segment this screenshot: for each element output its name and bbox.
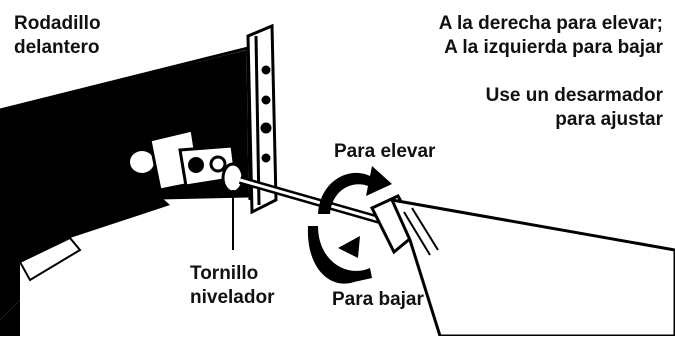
front-roller-label: Rodadillo delantero xyxy=(14,12,101,60)
front-roller-label-line2: delantero xyxy=(14,37,100,58)
tool-note: Use un desarmador para ajustar xyxy=(486,84,663,132)
rotation-arrow-lower xyxy=(307,226,372,284)
leveling-screw xyxy=(178,144,245,250)
leveling-screw-label-line2: nivelador xyxy=(190,287,275,308)
leveling-screw-label-line1: Tornillo xyxy=(190,263,259,284)
raise-label: Para elevar xyxy=(334,141,436,162)
screwdriver xyxy=(238,176,675,338)
leveling-screw-label: Tornillo nivelador xyxy=(190,262,274,310)
lower-label: Para bajar xyxy=(332,289,424,310)
front-roller-label-line1: Rodadillo xyxy=(14,13,101,34)
tool-note-line1: Use un desarmador xyxy=(485,85,663,106)
direction-note-line1: A la derecha para elevar; xyxy=(438,13,663,34)
tool-note-line2: para ajustar xyxy=(555,109,663,130)
direction-note: A la derecha para elevar; A la izquierda… xyxy=(439,12,663,60)
direction-note-line2: A la izquierda para bajar xyxy=(444,37,663,58)
base-flange xyxy=(0,196,170,336)
rotation-arrow-raise xyxy=(318,166,392,214)
